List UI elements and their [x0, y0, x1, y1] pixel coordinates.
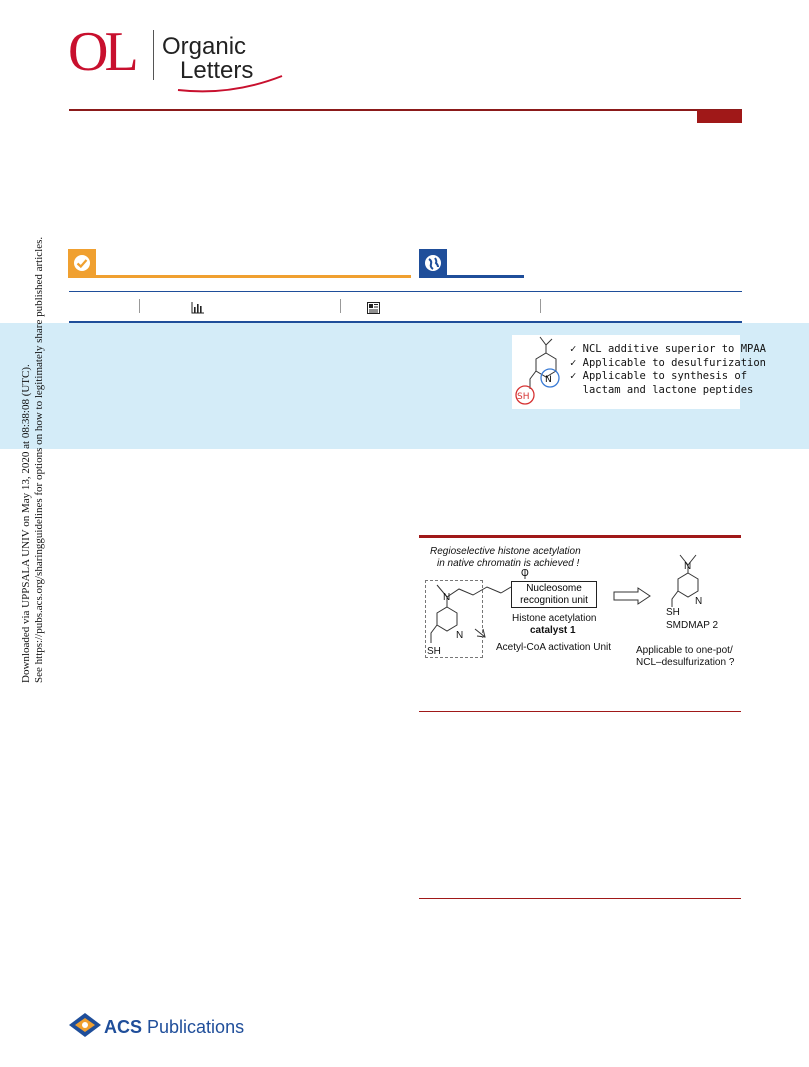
toc-bullet-list: ✓ NCL additive superior to MPAA ✓ Applic…	[570, 343, 766, 397]
open-access-badge[interactable]	[68, 249, 96, 277]
section-rule	[419, 898, 741, 899]
toc-bullet-text: Applicable to synthesis of	[582, 370, 748, 382]
smdmap-sh-label: SH	[666, 607, 680, 618]
metrics-top-rule	[69, 291, 742, 292]
toc-sh-label: SH	[517, 392, 529, 402]
figure-bottom-rule	[419, 711, 741, 712]
check-circle-icon	[74, 255, 90, 271]
toc-bullet: ✓ Applicable to synthesis of	[570, 370, 748, 382]
nucleosome-recognition-box: Nucleosome recognition unit	[511, 581, 597, 608]
acs-publications-wordmark: ACS Publications	[104, 1017, 244, 1038]
journal-name-line1: Organic	[162, 33, 247, 60]
metrics-separator	[139, 299, 140, 313]
logo-divider	[153, 30, 154, 80]
article-icon[interactable]	[367, 302, 380, 314]
amine-n-label: N	[443, 592, 451, 603]
smdmap-n-label: N	[684, 561, 692, 572]
toc-bullet: lactam and lactone peptides	[570, 384, 766, 398]
toc-structure-diagram: N SH	[515, 336, 560, 405]
catalyst-structure-diagram	[430, 569, 526, 643]
acs-wordmark-bold: ACS	[104, 1017, 143, 1037]
figure-top-rule	[419, 535, 741, 538]
carbonyl-o-label: O	[521, 568, 529, 579]
toc-n-label: N	[545, 375, 552, 385]
ring-n-label: N	[456, 630, 464, 641]
open-access-underline	[68, 275, 411, 278]
download-notice-line2: See https://pubs.acs.org/sharingguidelin…	[33, 236, 45, 683]
right-arrow-icon	[613, 587, 651, 605]
metrics-separator	[340, 299, 341, 313]
box-line1: Nucleosome	[526, 583, 582, 594]
bar-chart-icon[interactable]	[191, 302, 205, 314]
smdmap-structure-diagram	[671, 554, 699, 607]
catalyst-line1: Histone acetylation	[512, 613, 597, 624]
smdmap-ring-n-label: N	[695, 596, 703, 607]
activation-unit-label: Acetyl-CoA activation Unit	[496, 642, 612, 653]
toc-bullet-text: lactam and lactone peptides	[582, 383, 754, 396]
question-line2: NCL–desulfurization ?	[636, 657, 735, 668]
activation-unit-box	[425, 580, 483, 658]
toc-bullet: ✓ NCL additive superior to MPAA	[570, 343, 766, 355]
globe-underline	[419, 275, 524, 278]
thiol-sh-label: SH	[427, 646, 441, 657]
toc-graphic: N SH	[512, 335, 740, 409]
download-notice: Downloaded via UPPSALA UNIV on May 13, 2…	[0, 237, 45, 743]
article-type-tab	[697, 110, 742, 123]
figure-title-line1: Regioselective histone acetylation	[430, 546, 581, 557]
toc-bullet: ✓ Applicable to desulfurization	[570, 356, 766, 369]
toc-bullet-text: Applicable to desulfurization	[582, 356, 766, 369]
globe-badge[interactable]	[419, 249, 447, 277]
download-notice-line1: Downloaded via UPPSALA UNIV on May 13, 2…	[20, 364, 32, 683]
metrics-bottom-rule	[69, 321, 742, 323]
journal-name-line2: Letters	[180, 57, 254, 84]
acs-wordmark-rest: Publications	[142, 1017, 245, 1037]
acs-logo-icon	[69, 1013, 101, 1037]
globe-icon	[425, 255, 441, 271]
toc-bullet-text: NCL additive superior to MPAA	[582, 343, 766, 355]
smdmap-label: SMDMAP 2	[666, 620, 719, 631]
figure-title-line2: in native chromatin is achieved !	[437, 558, 580, 569]
metrics-separator	[540, 299, 541, 313]
logo-swoosh-icon	[177, 75, 283, 93]
box-line2: recognition unit	[520, 595, 588, 606]
catalyst-line2: catalyst 1	[530, 625, 576, 636]
header-rule	[69, 109, 742, 111]
journal-logo-mark: OL	[68, 21, 139, 83]
question-line1: Applicable to one-pot/	[636, 645, 733, 656]
